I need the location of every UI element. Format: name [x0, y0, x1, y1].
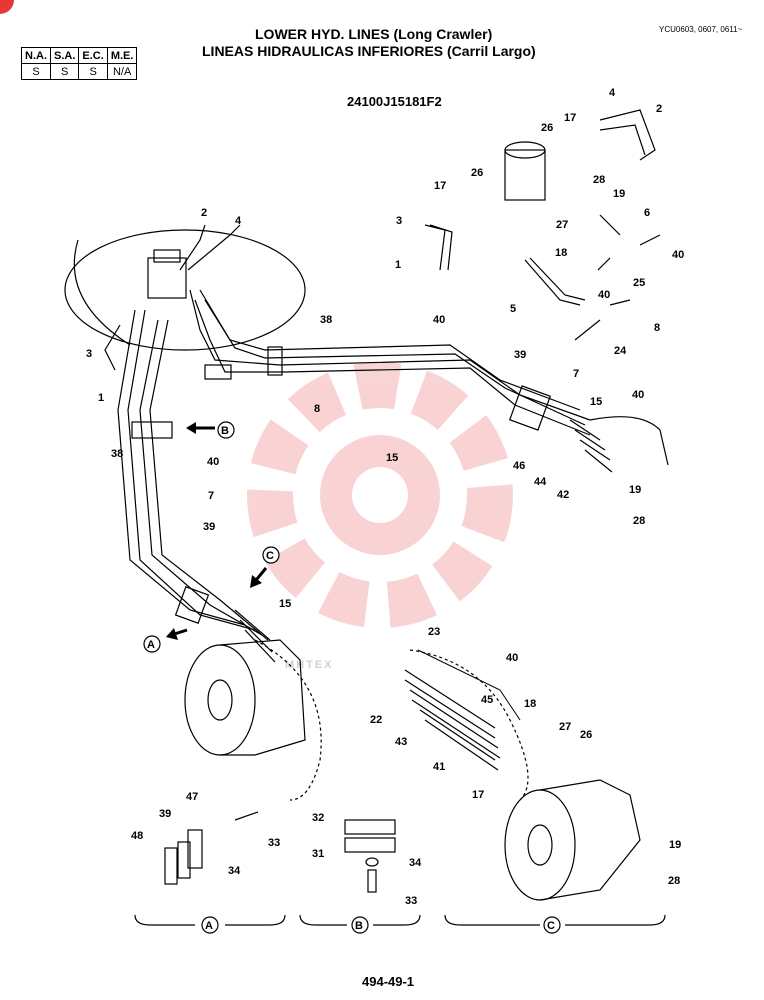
callout-3: 3 — [396, 215, 402, 227]
clamp-b — [131, 421, 173, 439]
callout-19: 19 — [613, 188, 625, 200]
callout-17: 17 — [434, 180, 446, 192]
callout-4: 4 — [235, 215, 242, 227]
swivel-joint-left — [147, 257, 187, 299]
callout-27: 27 — [559, 721, 571, 733]
callout-38: 38 — [320, 314, 332, 326]
callout-2: 2 — [201, 207, 207, 219]
callout-42: 42 — [557, 489, 569, 501]
svg-text:B: B — [221, 425, 229, 437]
callout-5: 5 — [510, 303, 516, 315]
svg-text:B: B — [355, 920, 363, 932]
callout-41: 41 — [433, 761, 445, 773]
callout-28: 28 — [633, 515, 645, 527]
callout-26: 26 — [541, 122, 553, 134]
availability-value-ec: S — [78, 63, 108, 80]
callout-40: 40 — [207, 456, 219, 468]
callout-40: 40 — [506, 652, 518, 664]
callout-4: 4 — [609, 87, 616, 99]
callout-26: 26 — [471, 167, 483, 179]
callout-17: 17 — [564, 112, 576, 124]
callout-39: 39 — [203, 521, 215, 533]
callout-40: 40 — [672, 249, 684, 261]
svg-text:C: C — [547, 920, 555, 932]
callout-32: 32 — [312, 812, 324, 824]
callout-26: 26 — [580, 729, 592, 741]
detail-label-c: C — [543, 916, 561, 934]
title-spanish: LINEAS HIDRAULICAS INFERIORES (Carril La… — [202, 43, 536, 59]
availability-value-me: N/A — [106, 63, 138, 80]
callout-19: 19 — [669, 839, 681, 851]
callout-15: 15 — [279, 598, 291, 610]
callout-48: 48 — [131, 830, 143, 842]
callout-18: 18 — [555, 247, 567, 259]
callout-39: 39 — [514, 349, 526, 361]
callout-labels: 4 2 17 26 26 17 28 19 6 27 3 18 40 1 25 … — [86, 87, 684, 907]
title-english: LOWER HYD. LINES (Long Crawler) — [255, 26, 493, 42]
drawing-code: 24100J15181F2 — [347, 94, 442, 109]
callout-39: 39 — [159, 808, 171, 820]
callout-18: 18 — [524, 698, 536, 710]
callout-40: 40 — [598, 289, 610, 301]
availability-value-sa: S — [49, 63, 80, 80]
svg-text:A: A — [147, 639, 155, 651]
callout-28: 28 — [593, 174, 605, 186]
callout-43: 43 — [395, 736, 407, 748]
callout-34: 34 — [409, 857, 422, 869]
serial-reference: YCU0603, 0607, 0611~ — [659, 25, 743, 34]
callout-27: 27 — [556, 219, 568, 231]
watermark-gear-icon — [247, 362, 513, 628]
callout-7: 7 — [208, 490, 214, 502]
callout-15: 15 — [386, 452, 398, 464]
callout-40: 40 — [433, 314, 445, 326]
travel-motor-left — [184, 644, 256, 756]
availability-header-sa: S.A. — [49, 47, 80, 64]
callout-25: 25 — [633, 277, 645, 289]
callout-24: 24 — [614, 345, 627, 357]
callout-45: 45 — [481, 694, 493, 706]
availability-table: N.A. S.A. E.C. M.E. S S S N/A — [21, 47, 138, 80]
view-marker-c: C — [262, 546, 280, 564]
swivel-joint-detail — [504, 149, 546, 201]
detail-label-a: A — [201, 916, 219, 934]
svg-text:A: A — [205, 920, 213, 932]
callout-46: 46 — [513, 460, 525, 472]
svg-text:C: C — [266, 550, 274, 562]
view-marker-a: A — [143, 635, 161, 653]
callout-34: 34 — [228, 865, 241, 877]
callout-15: 15 — [590, 396, 602, 408]
callout-8: 8 — [314, 403, 320, 415]
detail-label-b: B — [351, 916, 369, 934]
callout-22: 22 — [370, 714, 382, 726]
callout-31: 31 — [312, 848, 324, 860]
callout-23: 23 — [428, 626, 440, 638]
callout-17: 17 — [472, 789, 484, 801]
callout-1: 1 — [98, 392, 104, 404]
callout-44: 44 — [534, 476, 547, 488]
callout-6: 6 — [644, 207, 650, 219]
travel-motor-right — [504, 789, 576, 901]
callout-7: 7 — [573, 368, 579, 380]
page-number: 494-49-1 — [362, 974, 415, 989]
callout-33: 33 — [405, 895, 417, 907]
swing-bearing — [64, 229, 306, 351]
callout-1: 1 — [395, 259, 401, 271]
watermark-text: МНТЕХ — [285, 659, 334, 671]
callout-33: 33 — [268, 837, 280, 849]
callout-47: 47 — [186, 791, 198, 803]
callout-28: 28 — [668, 875, 680, 887]
view-marker-b: B — [217, 421, 235, 439]
callout-2: 2 — [656, 103, 662, 115]
callout-19: 19 — [629, 484, 641, 496]
callout-38: 38 — [111, 448, 123, 460]
callout-40: 40 — [632, 389, 644, 401]
callout-8: 8 — [654, 322, 660, 334]
callout-3: 3 — [86, 348, 92, 360]
